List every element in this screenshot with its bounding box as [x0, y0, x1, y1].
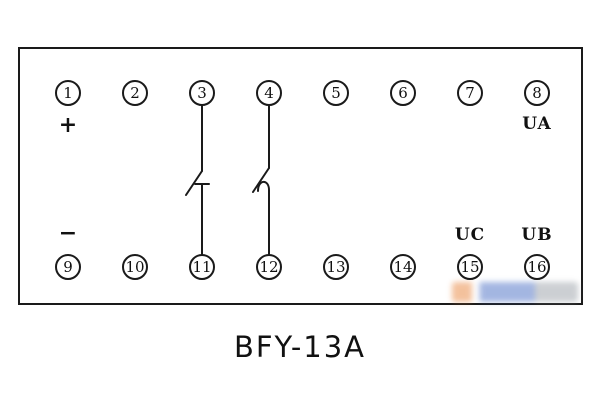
- terminal-label: 3: [197, 83, 207, 102]
- terminal-label: 1: [63, 83, 73, 102]
- ub-label: UB: [521, 225, 553, 245]
- terminal-4: 4: [256, 80, 282, 106]
- terminal-14: 14: [390, 254, 416, 280]
- terminal-label: 9: [63, 257, 73, 276]
- terminal-11: 11: [189, 254, 215, 280]
- ua-label: UA: [522, 114, 552, 134]
- terminal-7: 7: [457, 80, 483, 106]
- minus-label: −: [58, 220, 78, 246]
- diagram-border: [18, 47, 583, 305]
- terminal-label: 2: [130, 83, 140, 102]
- terminal-label: 7: [465, 83, 475, 102]
- terminal-label: 5: [331, 83, 341, 102]
- terminal-9: 9: [55, 254, 81, 280]
- terminal-8: 8: [524, 80, 550, 106]
- terminal-label: 10: [125, 257, 145, 276]
- terminal-label: 6: [398, 83, 408, 102]
- terminal-3: 3: [189, 80, 215, 106]
- terminal-label: 16: [527, 257, 547, 276]
- terminal-label: 11: [192, 257, 212, 276]
- terminal-label: 14: [393, 257, 413, 276]
- terminal-label: 13: [326, 257, 346, 276]
- terminal-5: 5: [323, 80, 349, 106]
- terminal-10: 10: [122, 254, 148, 280]
- terminal-label: 4: [264, 83, 274, 102]
- model-caption: BFY-13A: [233, 330, 367, 364]
- terminal-label: 12: [259, 257, 279, 276]
- terminal-16: 16: [524, 254, 550, 280]
- watermark-logo: [452, 282, 578, 302]
- terminal-label: 8: [532, 83, 542, 102]
- plus-label: +: [58, 112, 78, 138]
- terminal-label: 15: [460, 257, 480, 276]
- terminal-13: 13: [323, 254, 349, 280]
- terminal-12: 12: [256, 254, 282, 280]
- terminal-6: 6: [390, 80, 416, 106]
- uc-label: UC: [454, 225, 486, 245]
- terminal-2: 2: [122, 80, 148, 106]
- terminal-1: 1: [55, 80, 81, 106]
- terminal-15: 15: [457, 254, 483, 280]
